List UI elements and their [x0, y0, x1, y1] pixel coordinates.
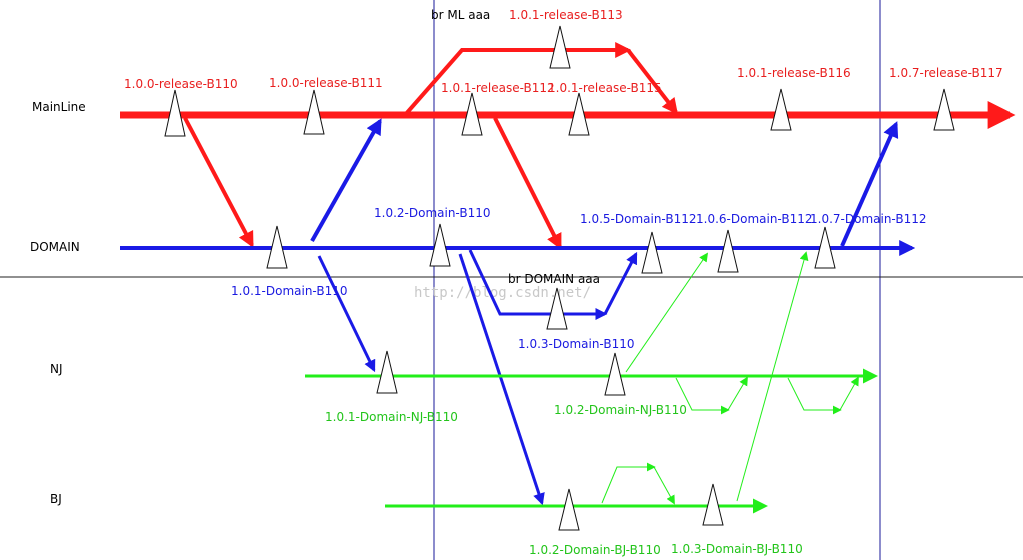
label-domain-105: 1.0.5-Domain-B112	[580, 212, 696, 226]
nj-sub-branch-1	[675, 377, 730, 415]
label-release-b113: 1.0.1-release-B113	[509, 8, 623, 22]
label-release-b115: 1.0.1-release-B115	[548, 81, 662, 95]
branch-note-domain: br DOMAIN aaa	[508, 272, 600, 286]
label-release-b111: 1.0.0-release-B111	[269, 76, 383, 90]
bj-sub-branch	[601, 462, 656, 504]
watermark-text: http://blog.csdn.net/	[414, 285, 591, 301]
marker-domain-106	[717, 229, 739, 273]
marker-nj-101	[376, 350, 398, 394]
marker-domain-105	[641, 231, 663, 274]
domain-br-branch	[468, 249, 608, 320]
marker-nj-102	[604, 352, 626, 396]
domain-to-bj	[458, 253, 545, 506]
nj-sub-merge-2	[839, 376, 859, 411]
domain-to-mainline-1	[310, 118, 382, 242]
marker-bj-103	[702, 483, 724, 526]
merge-r112-to-domain	[493, 117, 562, 250]
marker-release-b115	[568, 92, 590, 136]
lane-label-mainline: MainLine	[32, 100, 86, 114]
label-domain-101: 1.0.1-Domain-B110	[231, 284, 347, 298]
label-release-b117: 1.0.7-release-B117	[889, 66, 1003, 80]
marker-release-b110	[164, 89, 186, 137]
marker-domain-102	[429, 223, 451, 267]
bj-sub-merge	[653, 466, 675, 505]
mainline-ml-branch	[403, 42, 632, 117]
label-release-b112: 1.0.1-release-B112	[441, 81, 555, 95]
mainline-ml-merge	[626, 48, 678, 115]
marker-release-b117	[933, 88, 955, 131]
domain-to-nj	[317, 255, 376, 373]
label-release-b116: 1.0.1-release-B116	[737, 66, 851, 80]
marker-domain-101	[266, 225, 288, 269]
domain-br-merge	[603, 251, 638, 315]
label-release-b110: 1.0.0-release-B110	[124, 77, 238, 91]
marker-release-b116	[770, 88, 792, 131]
label-domain-103: 1.0.3-Domain-B110	[518, 337, 634, 351]
bj-to-domain	[736, 251, 809, 502]
marker-domain-107	[814, 226, 836, 269]
marker-release-b111	[303, 89, 325, 135]
label-domain-102: 1.0.2-Domain-B110	[374, 206, 490, 220]
label-domain-106: 1.0.6-Domain-B112	[696, 212, 812, 226]
label-bj-103: 1.0.3-Domain-BJ-B110	[671, 542, 803, 556]
merge-r110-to-domain	[183, 117, 254, 248]
lane-label-domain: DOMAIN	[30, 240, 80, 254]
marker-release-b112	[461, 92, 483, 136]
label-nj-101: 1.0.1-Domain-NJ-B110	[325, 410, 458, 424]
nj-sub-branch-2	[787, 377, 842, 415]
nj-to-domain	[625, 252, 709, 373]
lane-label-nj: NJ	[50, 362, 63, 376]
domain-to-mainline-2	[840, 121, 899, 247]
nj-sub-merge-1	[727, 376, 748, 411]
label-bj-102: 1.0.2-Domain-BJ-B110	[529, 543, 661, 557]
marker-domain-103	[546, 287, 568, 330]
lane-label-bj: BJ	[50, 492, 62, 506]
label-domain-107: 1.0.7-Domain-B112	[810, 212, 926, 226]
branch-note-ml: br ML aaa	[431, 8, 490, 22]
marker-release-b113	[549, 25, 571, 69]
label-nj-102: 1.0.2-Domain-NJ-B110	[554, 403, 687, 417]
marker-bj-102	[558, 488, 580, 531]
